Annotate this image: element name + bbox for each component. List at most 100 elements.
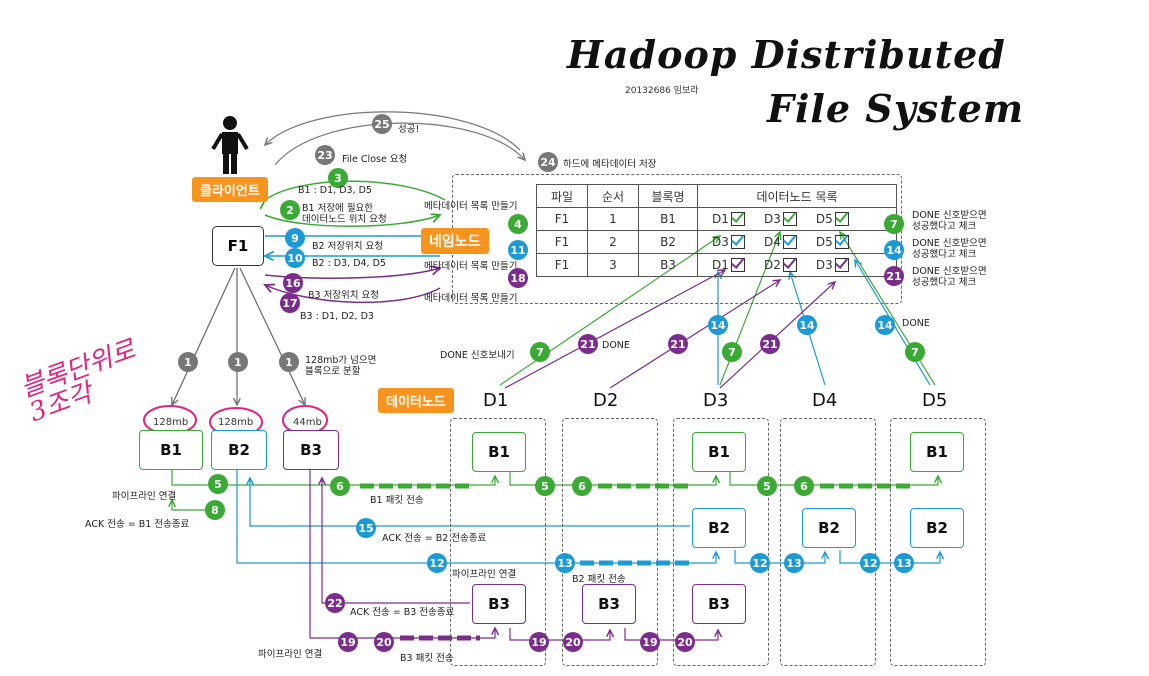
- cell-seq: 1: [587, 207, 639, 231]
- step-badge-16: 16: [283, 273, 303, 293]
- step-badge-13: 13: [555, 553, 575, 573]
- cell-seq: 3: [587, 253, 639, 277]
- step-badge-1: 1: [178, 352, 198, 372]
- step-20-label: B3 패킷 전송: [400, 653, 454, 664]
- datanode-d4-box: [780, 418, 876, 666]
- step-18-label: 메타데이터 목록 만들기: [424, 293, 518, 304]
- step-badge-21: 21: [668, 334, 688, 354]
- step-24-label: 하드에 메타데이터 저장: [563, 159, 657, 170]
- step-badge-18: 18: [508, 268, 528, 288]
- step-8-label: ACK 전송 = B1 전송종료: [85, 519, 190, 530]
- step-badge-14: 14: [875, 315, 895, 335]
- step-badge-7: 7: [722, 342, 742, 362]
- step-badge-5: 5: [757, 476, 777, 496]
- step-2-label: B1 저장에 필요한 데이터노드 위치 요청: [302, 203, 387, 226]
- step-13-label: B2 패킷 전송: [572, 574, 626, 585]
- namenode-label: 네임노드: [421, 228, 489, 254]
- cell-nodes: D1 D2 D3: [697, 253, 897, 277]
- table-row: F1 1 B1 D1 D3 D5: [536, 207, 897, 231]
- client-block-b2: B2: [211, 430, 267, 470]
- cell-file: F1: [536, 253, 588, 277]
- step-7-left-label: DONE 신호보내기: [440, 350, 515, 361]
- check-icon: [834, 258, 849, 273]
- datanode-d1-title: D1: [483, 390, 509, 411]
- step-5-label: 파이프라인 연결: [112, 491, 177, 502]
- step-badge-7: 7: [884, 214, 904, 234]
- node-entry: D2: [763, 257, 781, 272]
- metadata-table: 파일 순서 블록명 데이터노드 목록 F1 1 B1 D1 D3 D5 F1 2…: [536, 184, 897, 277]
- d5-block-b2: B2: [910, 508, 964, 548]
- step-14-right-label: DONE 신호받으면 성공했다고 체크: [912, 238, 987, 261]
- node-entry: D5: [815, 234, 833, 249]
- step-badge-14: 14: [797, 315, 817, 335]
- step-badge-19: 19: [529, 632, 549, 652]
- datanode-d5-title: D5: [922, 390, 948, 411]
- step-badge-21: 21: [760, 334, 780, 354]
- cell-file: F1: [536, 230, 588, 254]
- size-b1: 128mb: [153, 417, 189, 428]
- cell-nodes: D1 D3 D5: [697, 207, 897, 231]
- d5-block-b1: B1: [910, 432, 964, 472]
- step-badge-21: 21: [578, 334, 598, 354]
- table-header-row: 파일 순서 블록명 데이터노드 목록: [536, 184, 897, 208]
- step-badge-1: 1: [279, 352, 299, 372]
- node-entry: D3: [763, 211, 781, 226]
- step-badge-2: 2: [280, 200, 300, 220]
- step-11-label: 메타데이터 목록 만들기: [424, 261, 518, 272]
- step-badge-15: 15: [356, 518, 376, 538]
- node-entry: D5: [815, 211, 833, 226]
- check-icon: [730, 258, 745, 273]
- client-block-b3: B3: [283, 430, 339, 470]
- datanode-label: 데이터노드: [378, 388, 454, 413]
- cell-block: B1: [638, 207, 698, 231]
- step-badge-9: 9: [285, 228, 305, 248]
- step-22-label: ACK 전송 = B3 전송종료: [350, 607, 455, 618]
- step-badge-12: 12: [750, 553, 770, 573]
- step-badge-19: 19: [338, 632, 358, 652]
- header-seq: 순서: [587, 184, 639, 208]
- check-icon: [782, 235, 797, 250]
- step-15-label: ACK 전송 = B2 전송종료: [382, 533, 487, 544]
- step-badge-6: 6: [572, 476, 592, 496]
- datanode-d3-box: [673, 418, 769, 666]
- step-badge-21: 21: [884, 266, 904, 286]
- header-block: 블록명: [638, 184, 698, 208]
- d3-block-b3: B3: [692, 584, 746, 624]
- step-badge-23: 23: [315, 145, 335, 165]
- step-7-right-label: DONE 신호받으면 성공했다고 체크: [912, 210, 987, 233]
- d4-block-b2: B2: [802, 508, 856, 548]
- step-badge-5: 5: [208, 474, 228, 494]
- check-icon: [834, 212, 849, 227]
- check-icon: [782, 258, 797, 273]
- title-line1: Hadoop Distributed: [567, 32, 1006, 77]
- step-4-label: 메타데이터 목록 만들기: [424, 201, 518, 212]
- step-badge-11: 11: [508, 240, 528, 260]
- step-badge-22: 22: [325, 593, 345, 613]
- datanode-d5-box: [890, 418, 986, 666]
- datanode-d1-box: [450, 418, 546, 666]
- client-label: 클라이언트: [192, 177, 268, 202]
- table-row: F1 3 B3 D1 D2 D3: [536, 253, 897, 277]
- check-icon: [834, 235, 849, 250]
- d2-block-b3: B3: [582, 584, 636, 624]
- step-badge-6: 6: [794, 476, 814, 496]
- table-row: F1 2 B2 D3 D4 D5: [536, 230, 897, 254]
- cell-file: F1: [536, 207, 588, 231]
- node-entry: D4: [763, 234, 781, 249]
- cell-block: B2: [638, 230, 698, 254]
- step-badge-4: 4: [508, 214, 528, 234]
- step-21-right-label: DONE 신호받으면 성공했다고 체크: [912, 266, 987, 289]
- file-box: F1: [212, 226, 264, 266]
- datanode-d4-title: D4: [812, 390, 838, 411]
- step-badge-20: 20: [563, 632, 583, 652]
- step-badge-14: 14: [708, 315, 728, 335]
- step-badge-12: 12: [860, 553, 880, 573]
- step-badge-20: 20: [675, 632, 695, 652]
- step-3-label: B1 : D1, D3, D5: [298, 185, 372, 196]
- step-badge-17: 17: [280, 293, 300, 313]
- check-icon: [782, 212, 797, 227]
- step-17-label: B3 : D1, D2, D3: [300, 311, 374, 322]
- title-line2: File System: [767, 86, 1025, 131]
- header-file: 파일: [536, 184, 588, 208]
- datanode-d3-title: D3: [703, 390, 729, 411]
